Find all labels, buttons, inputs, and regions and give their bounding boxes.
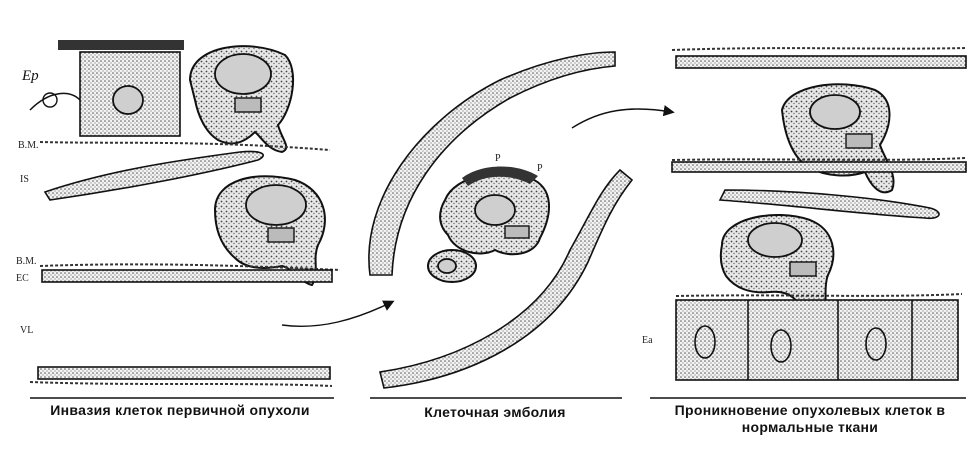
fibroblast-streak bbox=[43, 150, 264, 201]
epithelial-nucleus-3 bbox=[865, 327, 887, 361]
tumor-nucleus-top bbox=[214, 53, 272, 95]
left-panel: Ep B.M. IS B.M. EC VL bbox=[16, 40, 395, 387]
caption-embolism: Клеточная эмболия bbox=[424, 404, 566, 420]
epithelial-nucleus-1 bbox=[694, 325, 716, 359]
basement-membrane-right bbox=[671, 157, 967, 161]
vessel-wall-bottom-line bbox=[29, 381, 333, 387]
right-panel: Ea bbox=[642, 47, 967, 381]
vessel-wall-top-right bbox=[675, 55, 967, 69]
middle-panel: P P bbox=[368, 51, 675, 389]
epithelium-top-strip bbox=[58, 40, 184, 50]
platelet-cap bbox=[462, 166, 538, 186]
vessel-wall-bottom bbox=[37, 366, 331, 380]
label-p1: P bbox=[495, 153, 501, 164]
vessel-wall-upper bbox=[368, 51, 616, 276]
tumor-nucleus-mid bbox=[245, 184, 307, 226]
label-bm-top: B.M. bbox=[18, 140, 39, 151]
lumen-curve bbox=[29, 92, 81, 111]
basement-membrane-top bbox=[39, 141, 331, 151]
normal-epithelium bbox=[675, 299, 959, 381]
label-ep: Ep bbox=[21, 68, 39, 84]
embolus-organelle bbox=[504, 225, 530, 239]
endothelium-strip bbox=[41, 269, 333, 283]
golgi-right-top bbox=[845, 133, 873, 149]
fibroblast-streak-right bbox=[718, 189, 940, 220]
basement-membrane-mid bbox=[39, 263, 341, 271]
vessel-wall-top-right-line bbox=[671, 47, 967, 51]
golgi-top bbox=[234, 97, 262, 113]
golgi-right-bottom bbox=[789, 261, 817, 277]
label-is: IS bbox=[20, 174, 29, 185]
arrow-left-to-middle bbox=[281, 300, 395, 327]
tumor-nucleus-right-top bbox=[809, 94, 861, 130]
label-p2: P bbox=[537, 163, 543, 174]
epithelial-nucleus bbox=[112, 85, 144, 115]
label-bm-mid: B.M. bbox=[16, 256, 37, 267]
caption-penetration: Проникновение опухолевых клеток в нормал… bbox=[674, 402, 946, 435]
endothelium-right bbox=[671, 161, 967, 173]
embolus-cell-small-nucleus bbox=[437, 258, 457, 274]
basement-membrane-epithelium bbox=[675, 293, 963, 297]
label-ec: EC bbox=[16, 273, 29, 284]
arrow-middle-to-right bbox=[571, 105, 675, 129]
vessel-wall-lower bbox=[379, 168, 634, 389]
tumor-nucleus-right-bottom bbox=[747, 222, 803, 258]
lumen-cell-small bbox=[42, 92, 58, 108]
embolus-nucleus bbox=[474, 194, 516, 226]
label-vl: VL bbox=[20, 325, 33, 336]
caption-invasion: Инвазия клеток первичной опухоли bbox=[50, 402, 310, 418]
epithelial-nucleus-2 bbox=[770, 329, 792, 363]
golgi-mid bbox=[267, 227, 295, 243]
label-ea: Ea bbox=[642, 335, 653, 346]
